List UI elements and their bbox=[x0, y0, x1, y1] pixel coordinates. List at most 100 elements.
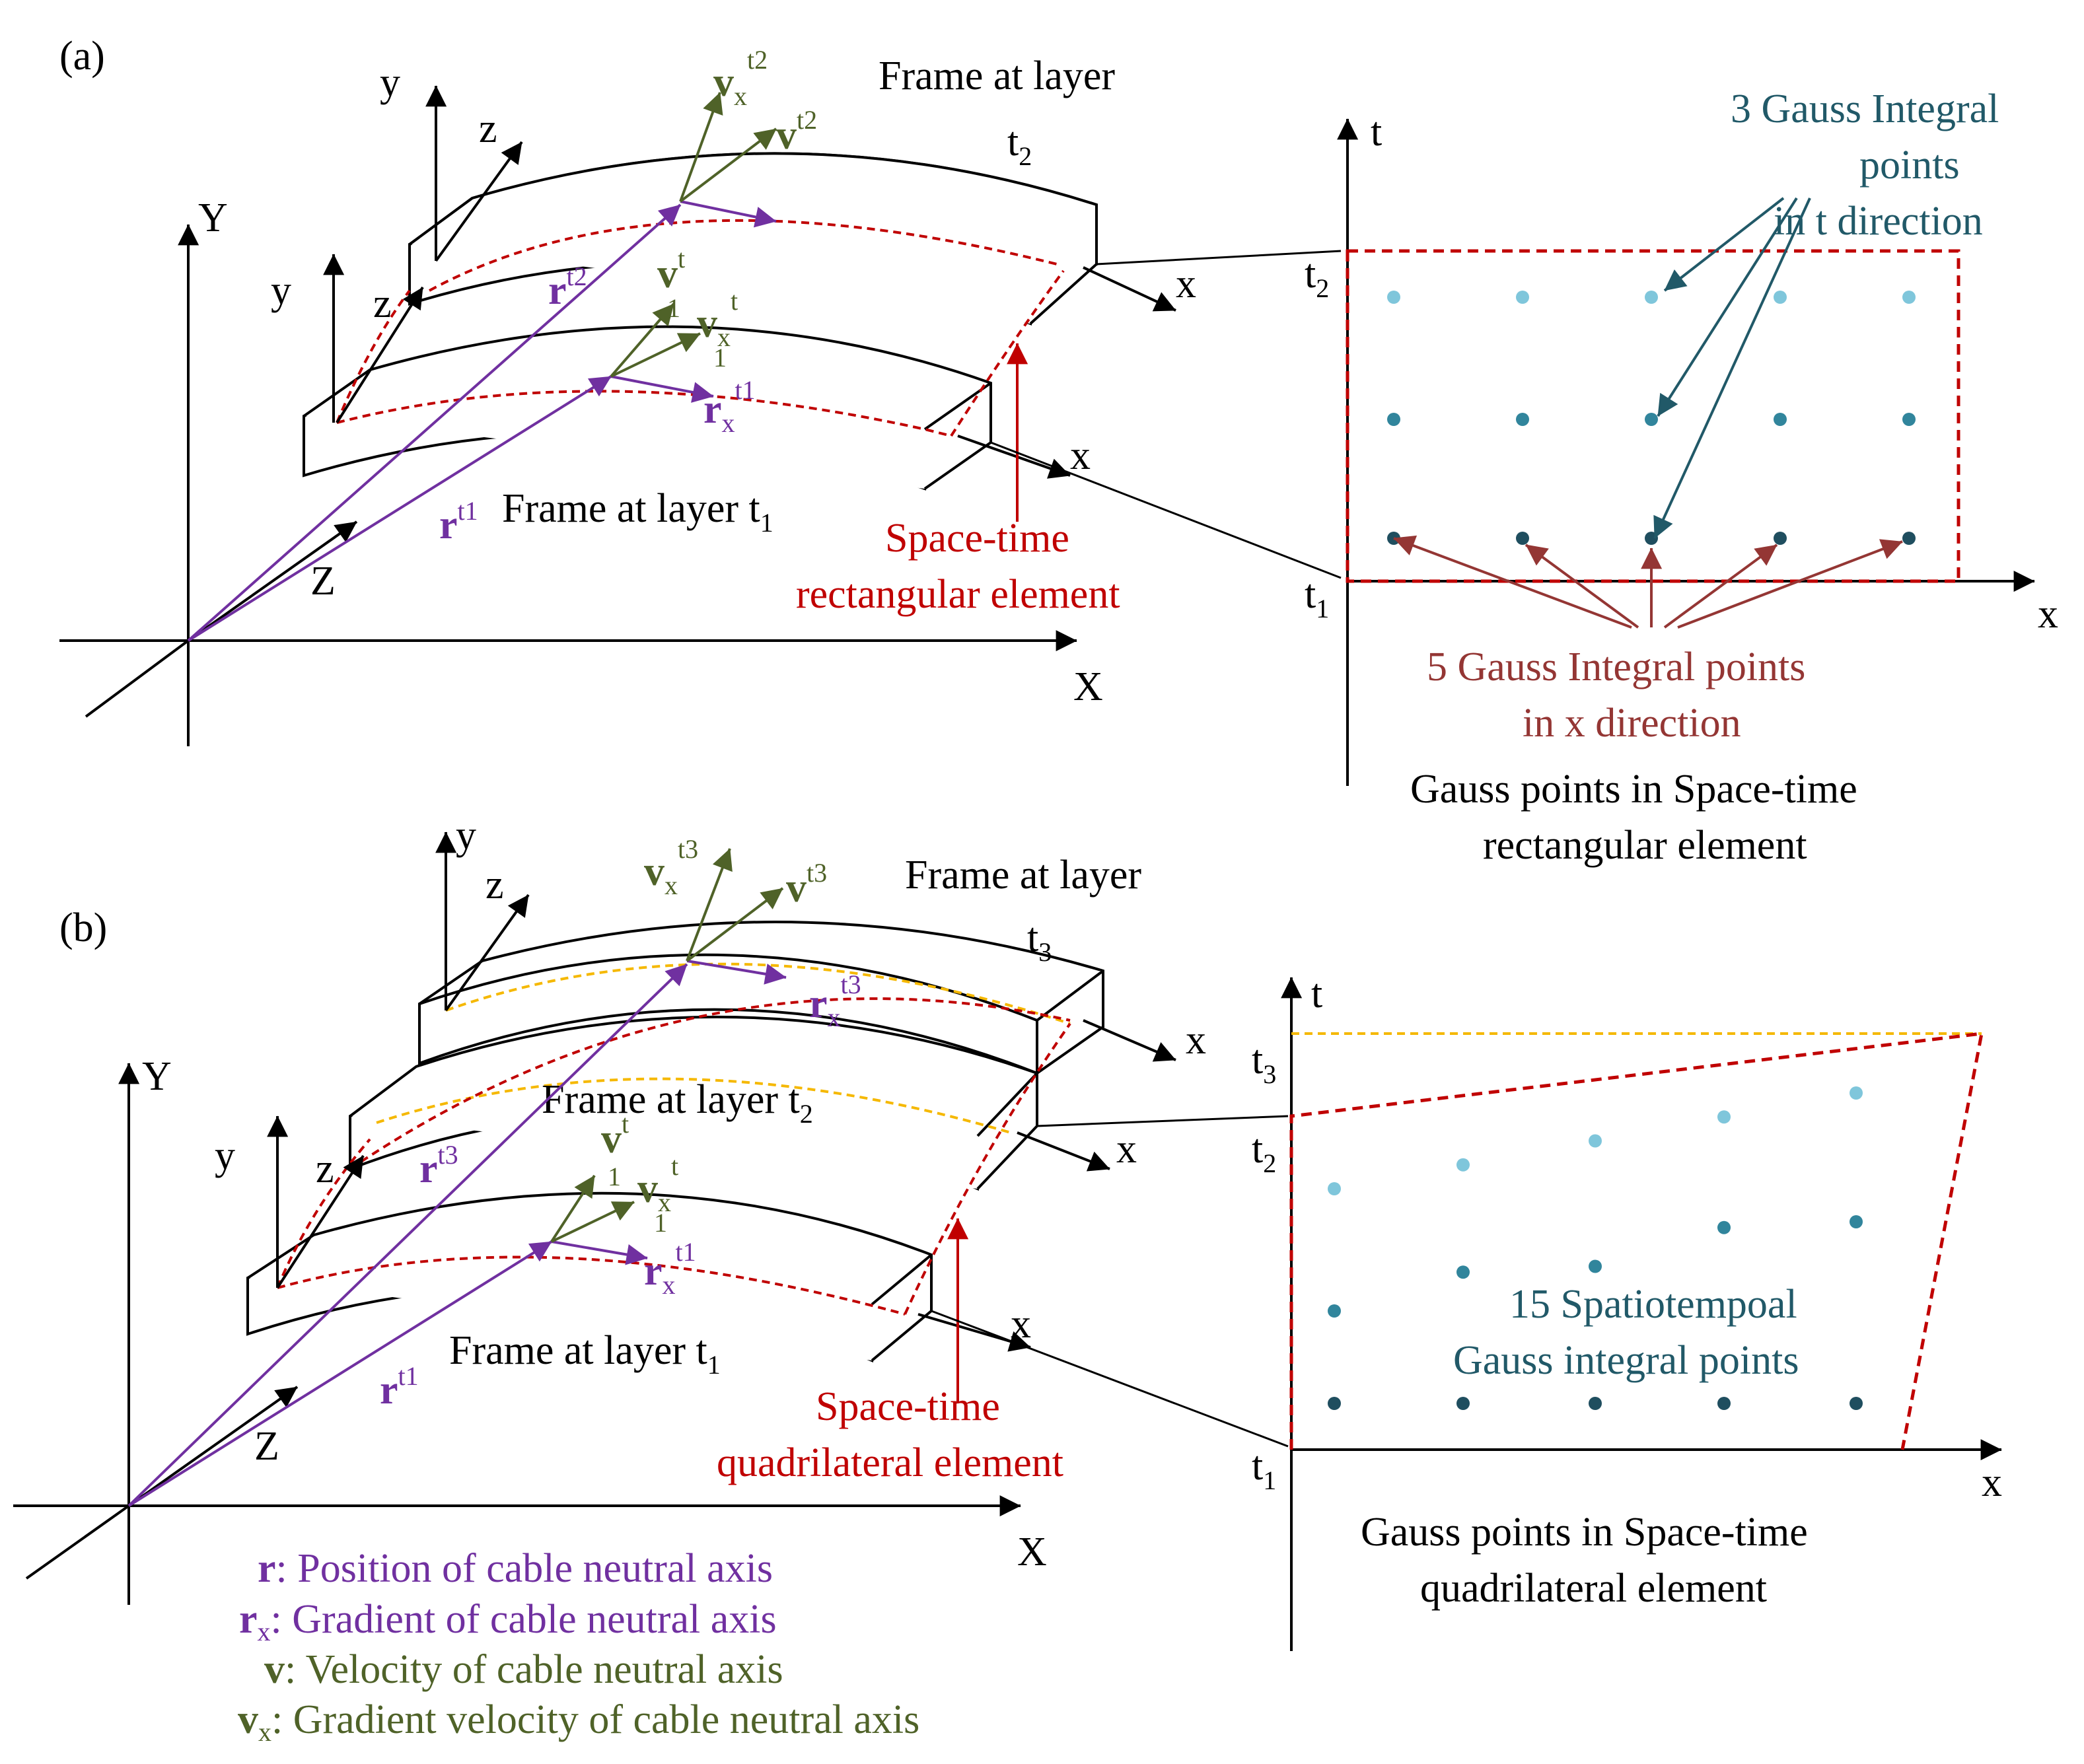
gauss-point bbox=[1774, 291, 1787, 304]
b-axis-Y-label: Y bbox=[142, 1054, 172, 1099]
vec-v-t2: vt2 bbox=[776, 105, 817, 158]
gauss-point bbox=[1328, 1182, 1341, 1195]
panel-a-local-frame-top bbox=[425, 85, 1176, 312]
b-frame-mid-label: Frame at layer t2 bbox=[542, 1077, 813, 1129]
legend-vx: vx: Gradient velocity of cable neutral a… bbox=[238, 1697, 919, 1747]
gauss-point bbox=[1902, 532, 1916, 545]
gauss-point bbox=[1717, 1397, 1731, 1410]
graph-b-gauss-points bbox=[1328, 1086, 1863, 1410]
graph-b-t1-label: t1 bbox=[1252, 1444, 1276, 1495]
gauss-point bbox=[1456, 1397, 1470, 1410]
panel-b-element-top-edge bbox=[349, 997, 1071, 1170]
panel-a-graph: t x t2 t1 3 Gauss Integral points in t d… bbox=[1305, 87, 2058, 868]
b-frame-bottom-label: Frame at layer t1 bbox=[449, 1328, 721, 1380]
axis-Z-line bbox=[187, 520, 358, 642]
gauss-point bbox=[1645, 413, 1658, 426]
vec-rx-t1: rxt1 bbox=[703, 375, 756, 438]
gauss-point bbox=[1456, 1265, 1470, 1279]
graph-b-x-label: x bbox=[1982, 1460, 2002, 1505]
graph-b-t3-label: t3 bbox=[1252, 1038, 1276, 1089]
panel-a-global-axes bbox=[59, 224, 1077, 746]
gauss-point bbox=[1328, 1397, 1341, 1410]
frame-top-y: y bbox=[380, 60, 400, 105]
panel-b: (b) Y X Z bbox=[13, 813, 2002, 1747]
frame-bottom-x: x bbox=[1070, 433, 1091, 478]
graph-a-caption-2: rectangular element bbox=[1483, 823, 1807, 868]
graph-a-t-label: t bbox=[1371, 110, 1382, 155]
gauss-point bbox=[1774, 532, 1787, 545]
vec-r-t1: rt1 bbox=[439, 496, 478, 547]
panel-b-global-axes bbox=[13, 1063, 1021, 1605]
panel-b-local-frame-mid bbox=[1017, 1131, 1110, 1172]
panel-b-position-vectors bbox=[127, 960, 787, 1507]
gauss-point bbox=[1902, 413, 1916, 426]
panel-b-axis-t1 bbox=[277, 1255, 906, 1316]
graph-a-caption-1: Gauss points in Space-time bbox=[1410, 767, 1857, 812]
frame-top-z: z bbox=[479, 106, 497, 151]
frame-top-x: x bbox=[1176, 262, 1196, 306]
panel-b-slab-mid bbox=[349, 1016, 1038, 1191]
graph-a-t1-label: t1 bbox=[1305, 572, 1329, 623]
gauss-point bbox=[1774, 413, 1787, 426]
panel-b-connector-bottom bbox=[931, 1310, 1289, 1448]
b-vec-one-b: 1 bbox=[654, 1208, 667, 1238]
b-vec-r-t1: rt1 bbox=[380, 1361, 419, 1413]
b-vec-r-t3: rt3 bbox=[419, 1140, 458, 1191]
frame-bottom-label: Frame at layer t1 bbox=[502, 486, 773, 538]
panel-a-neutral-axis-t1 bbox=[336, 390, 952, 437]
gauss-point bbox=[1516, 532, 1529, 545]
panel-b-axis-t2 bbox=[376, 1077, 1011, 1134]
panel-a-element-left-edge bbox=[336, 289, 411, 423]
gauss-point bbox=[1456, 1158, 1470, 1172]
b-vec-vx-t3: vxt3 bbox=[644, 834, 698, 900]
b-frame-mid-x: x bbox=[1116, 1127, 1137, 1172]
vec-vx-t: vxt bbox=[697, 286, 738, 352]
b-vec-rx-t1: rxt1 bbox=[644, 1237, 696, 1300]
panel-a-neutral-axis-t2 bbox=[429, 219, 1058, 292]
axis-Z-back bbox=[85, 639, 190, 718]
panel-a: (a) Y X Z bbox=[59, 34, 2058, 868]
graph-a-t-pointers bbox=[1653, 197, 1811, 539]
panel-b-connector-top bbox=[1036, 1115, 1289, 1127]
gauss-point bbox=[1516, 413, 1529, 426]
axis-X-label: X bbox=[1073, 664, 1103, 709]
axis-Z-label: Z bbox=[310, 559, 336, 604]
panel-b-element-label-2: quadrilateral element bbox=[717, 1440, 1063, 1485]
b-frame-top-sub: t3 bbox=[1027, 915, 1052, 967]
graph-a-x-pointers bbox=[1393, 535, 1903, 629]
gauss-point bbox=[1850, 1215, 1863, 1228]
graph-b-t-label: t bbox=[1311, 971, 1322, 1016]
gauss-point bbox=[1589, 1397, 1602, 1410]
panel-a-element-label-1: Space-time bbox=[885, 516, 1069, 561]
gauss-point bbox=[1328, 1304, 1341, 1318]
b-vec-rx-t3: rxt3 bbox=[809, 970, 861, 1032]
panel-a-local-frame-bottom bbox=[323, 254, 1071, 479]
panel-b-element-label-1: Space-time bbox=[816, 1384, 1000, 1429]
gauss-point bbox=[1902, 291, 1916, 304]
b-frame-top-z: z bbox=[485, 863, 504, 907]
panel-b-graph: t x t3 t2 t1 15 Spatiotempoal Gauss inte… bbox=[1252, 971, 2002, 1651]
b-frame-top-y: y bbox=[456, 813, 476, 858]
legend-v: v: Velocity of cable neutral axis bbox=[264, 1647, 783, 1692]
gauss-point bbox=[1387, 291, 1400, 304]
panel-b-axis-t3 bbox=[445, 962, 1071, 1025]
panel-a-element-right-edge bbox=[950, 269, 1065, 437]
frame-top-sub: t2 bbox=[1007, 120, 1032, 171]
gauss-point bbox=[1387, 413, 1400, 426]
graph-b-caption-1: Gauss points in Space-time bbox=[1361, 1510, 1808, 1555]
b-frame-bottom-z: z bbox=[316, 1147, 334, 1191]
vec-vx-t2: vxt2 bbox=[713, 45, 768, 111]
b-vec-v-t: vt bbox=[601, 1109, 629, 1162]
graph-b-element-quad bbox=[1289, 1032, 1984, 1450]
vec-v-t: vt bbox=[657, 244, 685, 297]
graph-a-t-points-label-1: 3 Gauss Integral bbox=[1731, 87, 1999, 131]
b-vec-v-t3: vt3 bbox=[786, 858, 827, 911]
b-axis-X-label: X bbox=[1017, 1530, 1047, 1574]
panel-a-connector-bottom bbox=[990, 441, 1342, 579]
graph-b-t2-label: t2 bbox=[1252, 1127, 1276, 1178]
panel-a-element-label-2: rectangular element bbox=[796, 572, 1120, 617]
axis-Y-label: Y bbox=[198, 195, 228, 240]
vec-one-a: 1 bbox=[667, 293, 680, 323]
panel-b-legend: r: Position of cable neutral axis rx: Gr… bbox=[238, 1546, 919, 1747]
